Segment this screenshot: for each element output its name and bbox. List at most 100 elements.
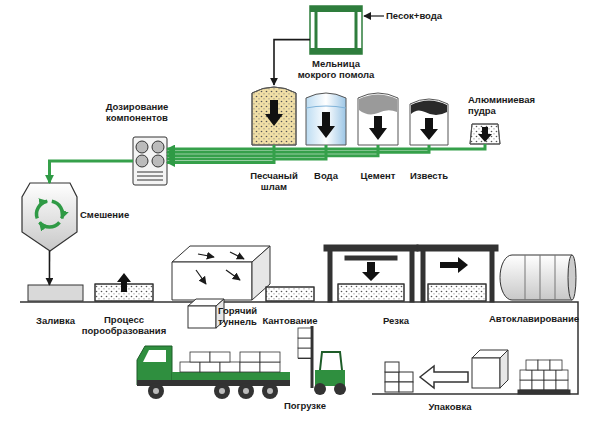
station-node: Автоклавирование: [500, 255, 574, 301]
node-label: Алюминиевая пудра: [468, 94, 548, 116]
packaging-symbol: [399, 382, 413, 392]
node-label: Резка: [361, 315, 431, 326]
cement-tank: [369, 116, 387, 140]
forklift-symbol: [298, 338, 311, 348]
truck-symbol: [219, 388, 225, 394]
dosing-unit: [136, 155, 148, 167]
node-label: Процесс порообразования: [74, 314, 174, 336]
cutting-frames: [410, 251, 414, 302]
cutting-frames: [440, 257, 468, 273]
packaging-symbol: [550, 360, 562, 370]
packaging-symbol: [544, 370, 556, 380]
truck-symbol: [260, 362, 280, 372]
aluminium-container: [478, 127, 492, 142]
cutting-frames: [345, 256, 397, 260]
truck-symbol: [153, 388, 159, 394]
station-node: Упаковка: [380, 345, 572, 390]
autoclave-symbol: [540, 255, 541, 300]
truck-symbol: [240, 362, 260, 372]
truck-symbol: [148, 383, 164, 399]
truck-symbol: [220, 362, 240, 372]
packaging-symbol: [385, 372, 399, 382]
cutting-frames: [490, 251, 494, 302]
autoclave-symbol: [568, 255, 576, 300]
truck-symbol: [210, 352, 230, 362]
forklift-symbol: [298, 348, 311, 358]
station-node: Процесс порообразования: [95, 284, 153, 301]
tunnel-symbol: [188, 306, 216, 328]
sand-tank: [265, 100, 283, 126]
packaging-symbol: [520, 380, 532, 390]
truck-symbol: [240, 352, 260, 362]
tank-node: Цемент: [358, 92, 398, 145]
node-label: Мельница мокрого помола: [292, 58, 380, 80]
turning-block: [266, 287, 314, 301]
mill-symbol: [310, 6, 362, 54]
node-label: Кантование: [254, 315, 326, 326]
mixer-symbol: [40, 222, 60, 227]
dosing-unit: [152, 141, 164, 153]
feed-arrow: [364, 15, 384, 16]
lime-tank: [410, 99, 448, 145]
tunnel-symbol: [226, 270, 240, 280]
dosing-unit: [133, 137, 167, 185]
feed-line: [167, 145, 429, 152]
tank-node: Песчаный шлам: [252, 85, 296, 145]
water-tank: [306, 106, 346, 108]
forklift-symbol: [298, 326, 346, 395]
packaging-symbol: [532, 370, 544, 380]
packaging-symbol: [532, 380, 544, 390]
station-node: Кантование: [266, 287, 314, 301]
lime-tank: [411, 101, 447, 116]
packaging-symbol: [472, 358, 500, 388]
truck-symbol: [267, 388, 273, 394]
cutting-frames: [328, 251, 332, 302]
mill-symbol: [310, 6, 362, 54]
mixer-symbol: [37, 201, 48, 218]
forklift-symbol: [298, 328, 311, 358]
cutting-frames: [428, 284, 486, 301]
dosing-unit: [137, 180, 163, 181]
rising-mould-symbol: [117, 273, 131, 292]
mill-symbol: [310, 6, 362, 12]
packaging-symbol: [420, 366, 468, 388]
feed-line: [50, 161, 134, 183]
tank-node: Вода: [306, 92, 346, 145]
forklift-symbol: [314, 383, 326, 395]
feed-label: Песок+вода: [386, 10, 442, 21]
autoclave-symbol: [525, 255, 526, 300]
cutting-frames: [421, 251, 425, 302]
node-label: Песчаный шлам: [244, 170, 304, 192]
flow-arrow: [49, 251, 51, 285]
packaging-symbol: [399, 372, 413, 382]
tunnel-symbol: [172, 262, 252, 300]
mill-node: Мельница мокрого помола: [310, 6, 362, 54]
flow-arrow: [274, 40, 310, 85]
node-label: Автоклавирование: [482, 313, 586, 324]
tunnel-symbol: [230, 252, 244, 259]
packaging-symbol: [556, 370, 568, 380]
tunnel-symbol: [198, 254, 214, 257]
mixer-node: Смешение: [22, 183, 77, 251]
dosing-unit: [133, 137, 167, 185]
node-label: Погрузке: [275, 400, 335, 411]
packaging-symbol: [500, 350, 508, 388]
aluminium-container: [470, 124, 500, 144]
dosing-unit: [136, 141, 148, 153]
mill-symbol: [310, 48, 362, 54]
cutting-frames: [338, 284, 404, 301]
mould-symbol: [28, 285, 83, 301]
packaging-symbol: [544, 380, 556, 390]
feed-arrow: [364, 16, 384, 17]
mill-symbol: [315, 12, 318, 48]
feed-line: [167, 144, 485, 149]
cement-tank: [358, 93, 398, 145]
node-label: Заливка: [23, 315, 88, 326]
cutting-frames: [362, 262, 380, 281]
packaging-symbol: [526, 360, 538, 370]
water-tank: [317, 112, 335, 138]
rising-mould-symbol: [95, 273, 153, 301]
